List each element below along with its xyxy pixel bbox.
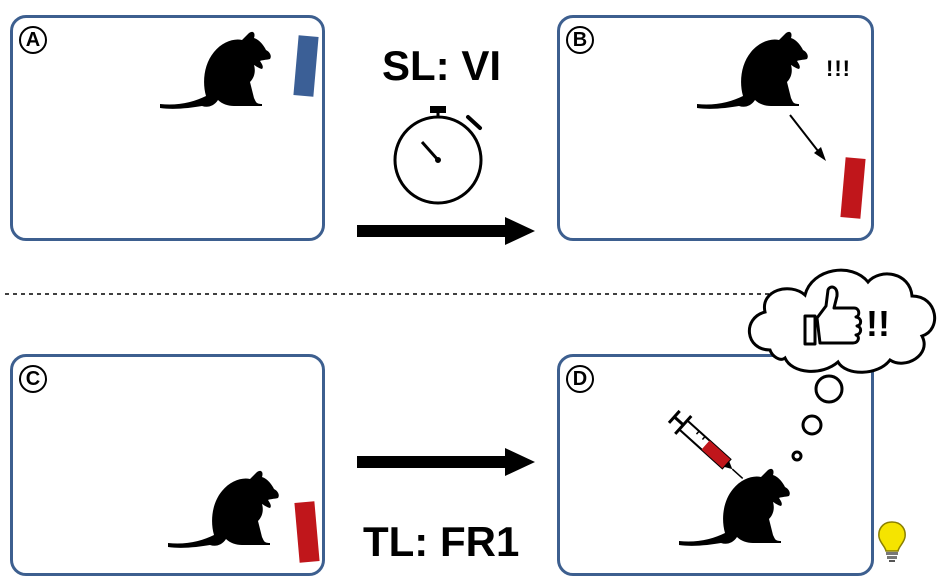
panel-badge-d: D	[566, 365, 594, 393]
panel-a-scene	[160, 31, 319, 109]
sl-vi-label: SL: VI	[382, 42, 502, 89]
stopwatch-icon	[393, 106, 483, 205]
panel-badge-b: B	[566, 26, 594, 54]
panel-b-scene	[697, 31, 866, 219]
panel-c-scene	[168, 470, 320, 563]
panel-d-scene	[667, 409, 790, 546]
trial-transition-arrow	[357, 448, 535, 476]
movement-arrow	[789, 114, 819, 152]
syringe-icon	[667, 409, 744, 479]
blue-lever	[293, 35, 319, 97]
panel-a: A	[10, 15, 325, 241]
thought-bubble-trail	[791, 374, 844, 462]
lightbulb-icon	[878, 521, 906, 562]
panel-b: B !!!	[557, 15, 874, 241]
red-lever	[294, 501, 320, 563]
panel-badge-c: C	[19, 365, 47, 393]
panel-badge-a: A	[19, 26, 47, 54]
red-lever	[840, 157, 866, 219]
thought-cloud	[747, 268, 937, 374]
timed-transition-arrow	[357, 217, 535, 245]
thought-exclaim: !!	[866, 303, 890, 344]
thumbs-up-icon	[803, 285, 863, 346]
tl-fr1-label: TL: FR1	[363, 518, 520, 565]
panel-c: C	[10, 354, 325, 576]
alert-marks: !!!	[826, 56, 851, 81]
